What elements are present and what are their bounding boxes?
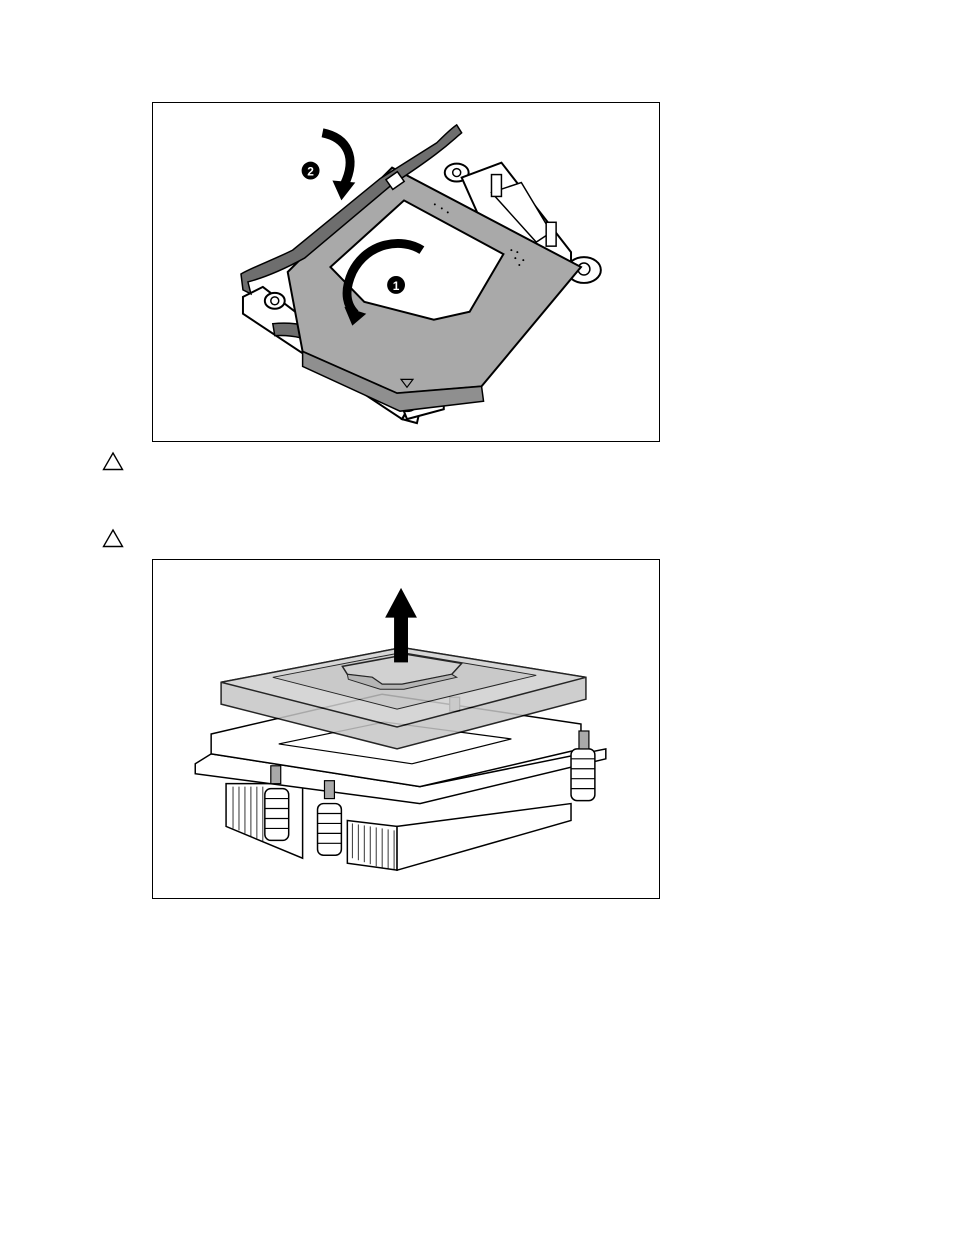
- callout-2-label: 2: [307, 165, 314, 179]
- socket-illustration: 1 2: [153, 103, 659, 441]
- figure-socket-retention-frame: 1 2: [152, 102, 660, 442]
- figure-heatsink-cover-removal: [152, 559, 660, 899]
- heatsink-illustration: [153, 560, 659, 898]
- caution-triangle-icon: [102, 451, 124, 471]
- caution-triangle-icon: [102, 528, 124, 548]
- callout-1-label: 1: [393, 279, 400, 293]
